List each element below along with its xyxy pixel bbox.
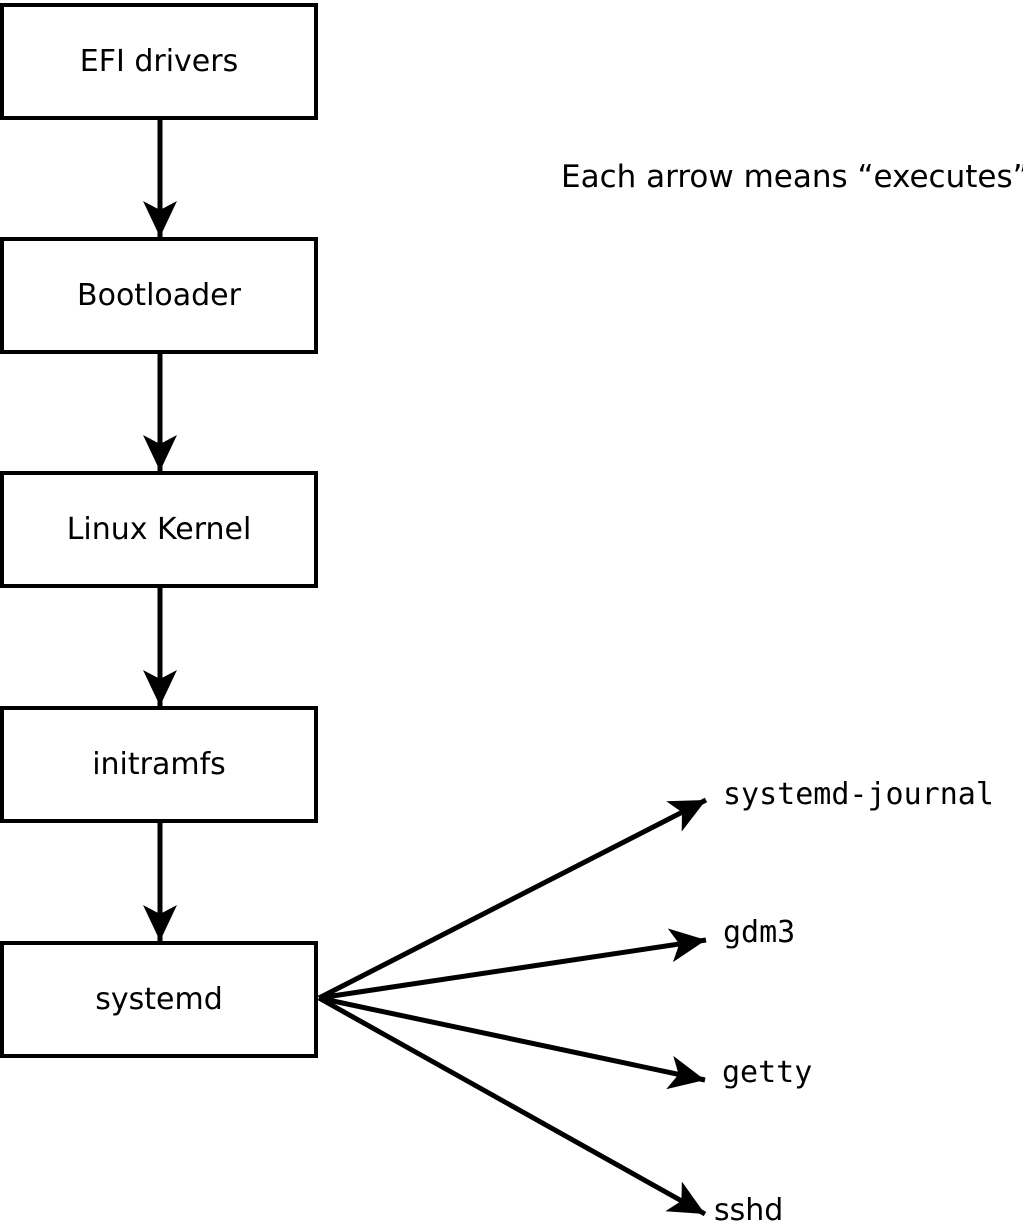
arrow-systemd-to-journal — [317, 797, 708, 1001]
node-linux-kernel: Linux Kernel — [0, 471, 318, 588]
node-efi-drivers: EFI drivers — [0, 3, 318, 120]
label-systemd-journal: systemd-journal — [723, 777, 994, 812]
label-gdm3: gdm3 — [723, 915, 796, 950]
node-linux-kernel-label: Linux Kernel — [66, 511, 252, 547]
node-systemd: systemd — [0, 941, 318, 1058]
node-initramfs-label: initramfs — [92, 746, 226, 782]
label-getty: getty — [722, 1055, 813, 1090]
node-bootloader: Bootloader — [0, 237, 318, 354]
arrow-systemd-to-gdm3 — [318, 928, 707, 1001]
node-systemd-label: systemd — [95, 981, 223, 1017]
label-sshd: sshd — [714, 1193, 784, 1228]
node-efi-drivers-label: EFI drivers — [79, 43, 239, 79]
legend-note: Each arrow means “executes”. — [561, 159, 1023, 195]
node-bootloader-label: Bootloader — [77, 277, 241, 313]
node-initramfs: initramfs — [0, 706, 318, 823]
arrow-systemd-to-getty — [318, 995, 706, 1090]
arrow-systemd-to-sshd — [317, 995, 707, 1217]
